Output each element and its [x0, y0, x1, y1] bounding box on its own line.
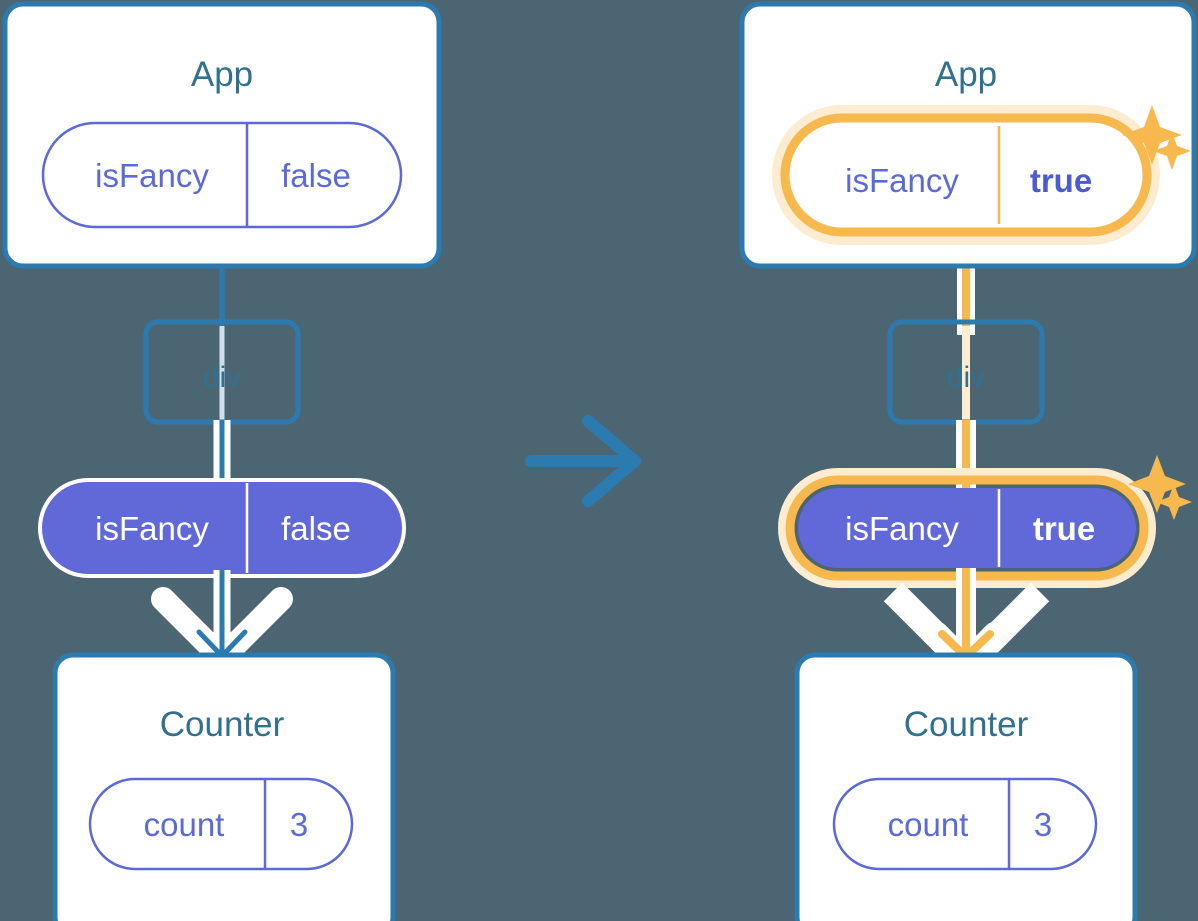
sparkle-icon-app-small — [1153, 132, 1191, 170]
prop-pill-value-before: false — [281, 510, 351, 547]
app-card-title-after: App — [935, 55, 997, 94]
panel-after: App isFancy true div — [739, 1, 1197, 921]
counter-pill-value-after: 3 — [1034, 806, 1052, 843]
counter-pill-key-before: count — [144, 806, 225, 843]
app-pill-ring-after — [780, 113, 1152, 237]
panel-before: App isFancy false div isFancy false — [2, 1, 442, 921]
prop-pill-value-after: true — [1033, 510, 1095, 547]
prop-pill-key-after: isFancy — [845, 510, 959, 547]
div-card-label-before: div — [203, 361, 241, 394]
counter-pill-value-before: 3 — [290, 806, 308, 843]
app-pill-value-before: false — [281, 157, 351, 194]
app-pill-value-after: true — [1030, 162, 1092, 199]
counter-card-title-before: Counter — [160, 705, 285, 744]
sparkle-icon-prop-small — [1156, 484, 1192, 520]
counter-card-title-after: Counter — [904, 705, 1029, 744]
app-card-title-before: App — [191, 55, 253, 94]
sparkle-icon-prop-large — [1128, 455, 1186, 513]
prop-pill-before — [42, 482, 402, 574]
app-pill-before — [41, 121, 403, 229]
sparkle-icon-app-large — [1122, 105, 1182, 165]
transition-arrow — [525, 415, 641, 507]
counter-pill-key-after: count — [888, 806, 969, 843]
prop-pill-after — [798, 488, 1136, 568]
arrow-down-before — [187, 570, 257, 666]
div-card-label-after: div — [947, 361, 985, 394]
counter-pill-before — [88, 777, 354, 871]
app-pill-after — [792, 125, 1140, 225]
prop-pill-key-before: isFancy — [95, 510, 209, 547]
counter-pill-after — [832, 777, 1098, 871]
app-pill-key-after: isFancy — [845, 162, 959, 199]
app-pill-key-before: isFancy — [95, 157, 209, 194]
app-pill-glow-after — [772, 105, 1160, 245]
